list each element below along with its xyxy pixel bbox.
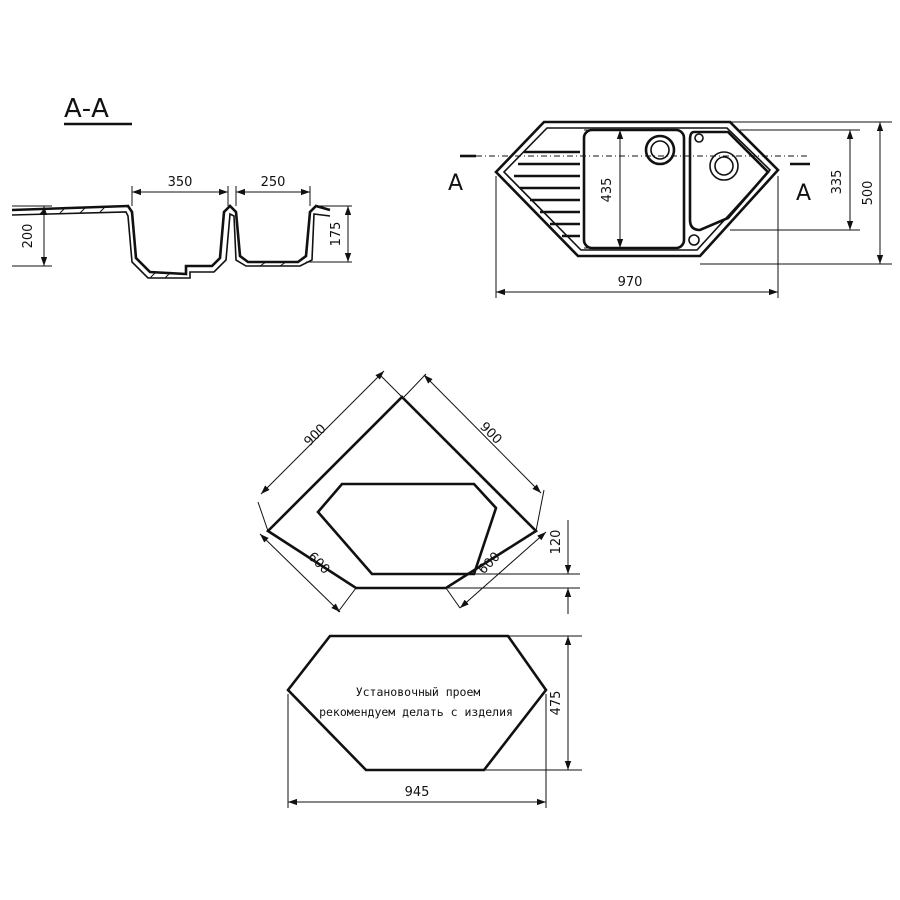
sink-outline-top-inner	[502, 127, 772, 251]
sink-profile-inner	[11, 211, 331, 279]
drainboard-grooves	[514, 150, 580, 238]
overflow-hole	[694, 133, 704, 143]
cutout-note-line1: Установочный проем	[356, 685, 481, 699]
cutout-view: Установочный проем рекомендуем делать с …	[286, 634, 582, 808]
dim-120: 120	[549, 530, 564, 555]
dim-900-right: 900	[476, 419, 504, 447]
cutout-outline	[286, 634, 548, 772]
dim-600-right-line	[459, 531, 547, 609]
dim-945: 945	[405, 785, 430, 800]
dim-250: 250	[261, 175, 286, 190]
dim-600-left: 600	[304, 549, 332, 577]
section-mark-left: А	[448, 171, 463, 196]
dim-900-left: 900	[301, 421, 329, 449]
main-drain-outer	[644, 134, 676, 166]
dim-200: 200	[21, 224, 36, 249]
dim-335: 335	[830, 170, 845, 195]
top-view: А А 435 335 500 970	[448, 120, 892, 298]
dim-600-left-line	[259, 533, 341, 613]
main-bowl	[582, 128, 686, 250]
dim-900-left-line	[260, 370, 385, 495]
cutout-note-line2: рекомендуем делать с изделия	[319, 705, 513, 719]
section-mark-right: А	[796, 181, 811, 206]
dim-475: 475	[549, 691, 564, 716]
dim-500: 500	[861, 181, 876, 206]
countertop-corner-outline	[265, 395, 539, 590]
sink-profile	[11, 204, 331, 276]
section-view: А-А 350 250 200	[11, 94, 352, 279]
tap-hole	[688, 234, 700, 246]
small-drain-inner	[714, 156, 734, 176]
corner-layout-view: 900 900 600 600 120	[257, 370, 580, 614]
section-title: А-А	[64, 94, 109, 124]
dim-350: 350	[168, 175, 193, 190]
small-drain-outer	[709, 151, 739, 181]
sink-in-corner	[316, 482, 498, 576]
dim-175: 175	[329, 222, 344, 247]
small-bowl	[688, 130, 770, 232]
dim-435: 435	[600, 178, 615, 203]
dim-900-right-line	[423, 374, 542, 494]
section-hatching	[39, 205, 287, 279]
main-drain-inner	[650, 140, 670, 160]
dim-970: 970	[618, 275, 643, 290]
